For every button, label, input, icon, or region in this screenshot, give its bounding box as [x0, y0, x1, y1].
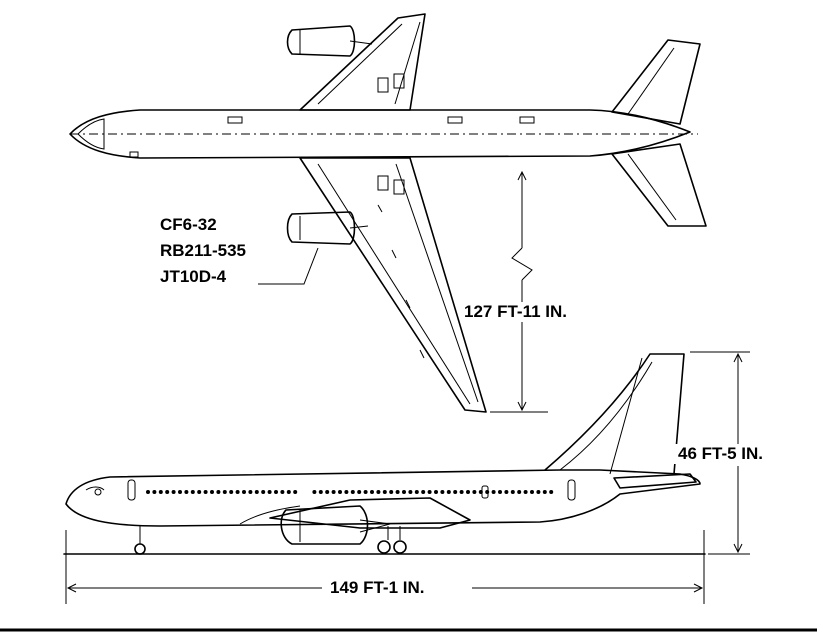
side-door-rear	[567, 479, 576, 501]
top-upper-stabilizer	[611, 39, 701, 125]
engine-leader-line	[258, 247, 319, 285]
semi-span-label: 127 FT-11 IN.	[460, 302, 571, 322]
side-nose-gear	[134, 526, 146, 555]
top-lower-stabilizer	[611, 143, 707, 227]
top-upper-engine	[286, 25, 373, 57]
semi-span-dimension	[490, 170, 548, 413]
top-left-wing	[299, 13, 426, 111]
height-dimension	[690, 351, 750, 555]
top-view	[69, 13, 707, 413]
engine-option-1: CF6-32	[160, 215, 217, 234]
side-vertical-tail	[544, 353, 685, 475]
engine-option-3: JT10D-4	[160, 267, 227, 286]
length-label: 149 FT-1 IN.	[326, 578, 429, 598]
side-wing	[269, 497, 471, 529]
height-label: 46 FT-5 IN.	[674, 444, 768, 464]
side-engine	[280, 505, 391, 545]
top-right-wing	[299, 157, 487, 413]
side-door-front	[127, 479, 136, 501]
top-fuselage	[69, 109, 691, 159]
engine-option-2: RB211-535	[160, 241, 247, 260]
top-lower-engine	[286, 211, 369, 245]
length-dimension	[65, 530, 705, 604]
side-fuselage	[65, 469, 701, 527]
side-view	[63, 353, 706, 555]
side-main-gear	[377, 526, 407, 554]
